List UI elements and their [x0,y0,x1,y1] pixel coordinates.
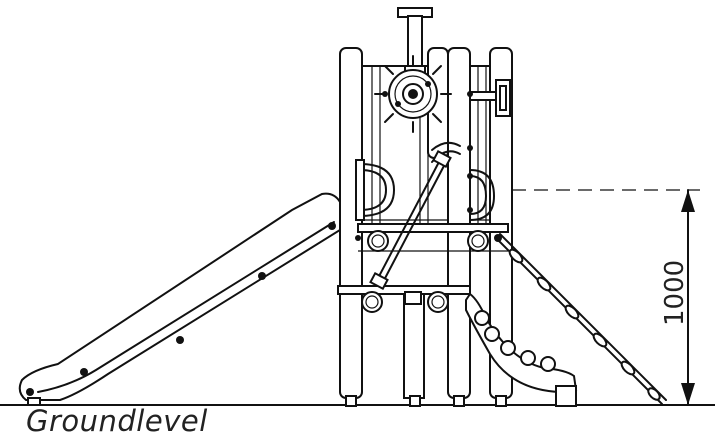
handle-right [431,141,495,221]
groundlevel-label: Groundlevel [26,404,208,438]
lower-deck [337,285,471,313]
steering-wheel-icon [374,55,452,133]
slide-small [465,292,578,407]
handle-left [355,159,395,221]
diagonal-climbing-bar [369,149,452,291]
upper-deck [357,223,509,252]
dimension-label: 1000 [660,260,690,326]
slide-large [18,192,341,406]
telescope-icon [469,79,511,117]
rope-ladder [494,233,667,405]
height-dimension: 1000 [512,189,700,406]
post-mid-left [403,287,425,407]
